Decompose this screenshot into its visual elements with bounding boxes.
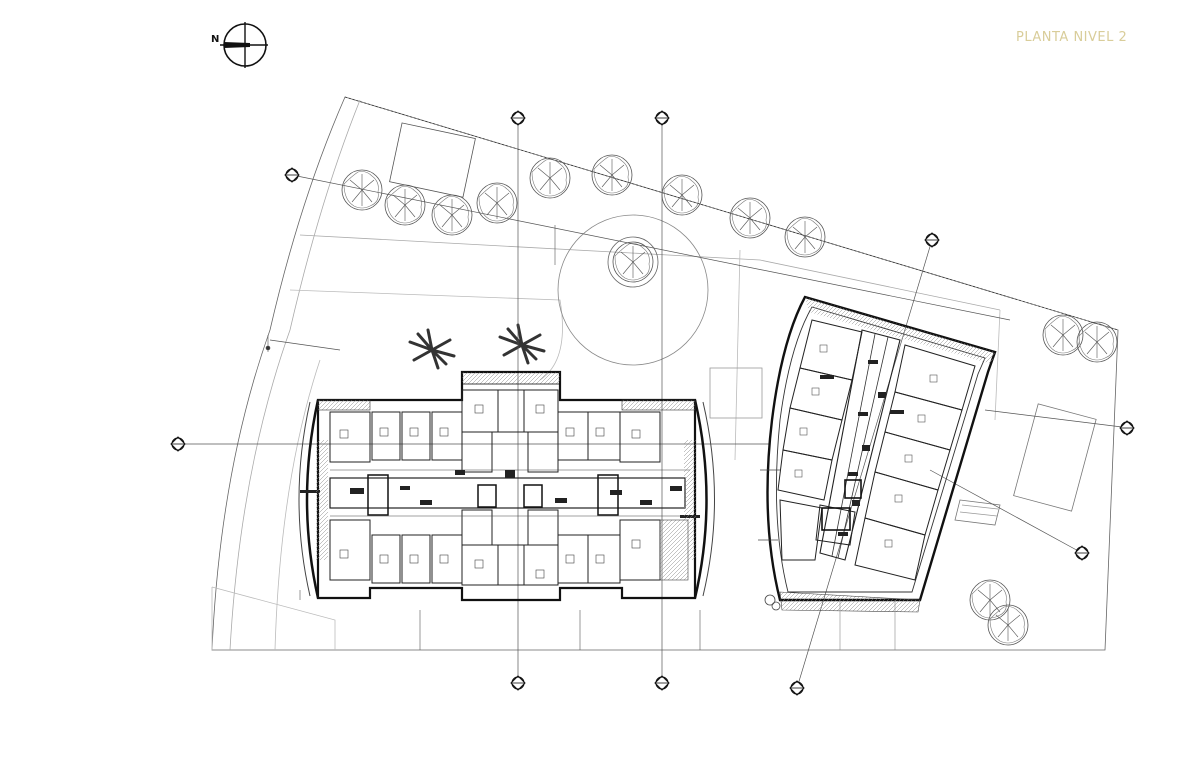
north-letter: N: [211, 34, 220, 45]
palm-trees: [408, 323, 546, 370]
plan-title: PLANTA NIVEL 2: [1016, 30, 1128, 45]
grid-axes: [178, 118, 1131, 689]
site-boundary: [211, 96, 1119, 651]
level-markers: [265, 225, 701, 650]
north-arrow-icon: [220, 22, 268, 68]
building-right: [758, 295, 997, 650]
garden-elements: [389, 122, 1097, 526]
building-left: [298, 370, 715, 602]
